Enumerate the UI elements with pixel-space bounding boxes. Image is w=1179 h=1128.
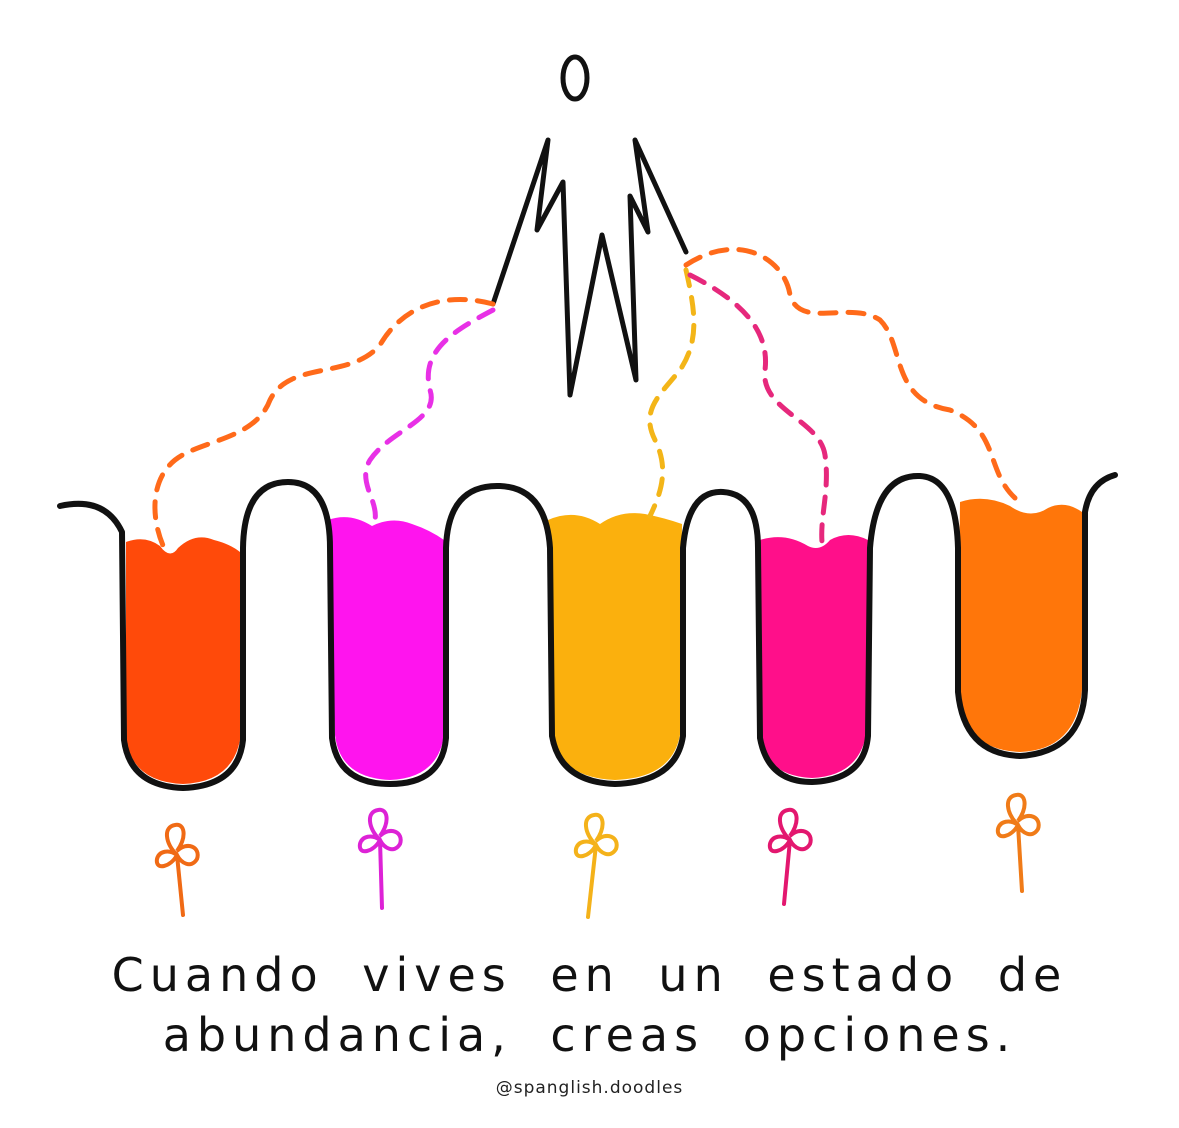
flower-icon xyxy=(573,812,619,919)
flower-icon xyxy=(154,822,200,917)
stick-figure-icon xyxy=(490,54,689,398)
figure-body xyxy=(490,137,689,398)
dashed-line-4 xyxy=(683,246,1018,501)
flower-icon xyxy=(995,792,1041,893)
credit: @spanglish.doodles xyxy=(495,1078,684,1098)
dashed-line-1 xyxy=(152,297,496,555)
head xyxy=(560,54,590,102)
cup-fills xyxy=(126,498,1082,784)
cup-fill-3 xyxy=(548,513,682,780)
dashed-lines xyxy=(152,246,1018,555)
dashed-line-2 xyxy=(363,307,496,531)
cups-outline xyxy=(57,472,1118,791)
flower-icon xyxy=(357,807,403,910)
flower-icon xyxy=(767,807,813,906)
caption-line-1: Cuando vives en un estado de xyxy=(111,948,1068,1002)
caption-line-2: abundancia, creas opciones. xyxy=(162,1008,1017,1062)
cup-fill-5 xyxy=(958,498,1082,752)
cup-fill-2 xyxy=(328,517,444,780)
dashed-line-3 xyxy=(647,267,697,519)
cup-fill-1 xyxy=(126,537,240,784)
dashed-line-5 xyxy=(687,272,829,545)
cup-fill-4 xyxy=(760,535,868,778)
flowers xyxy=(154,792,1041,919)
